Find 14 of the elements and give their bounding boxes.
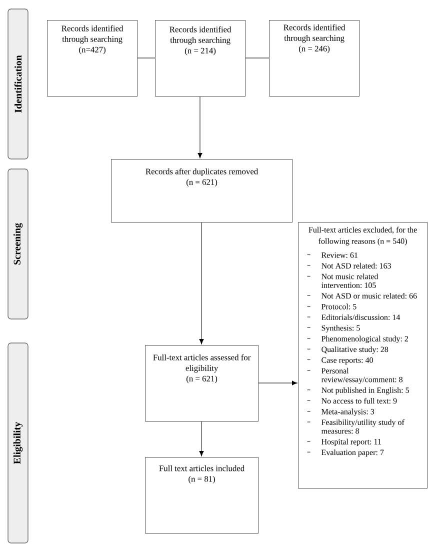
arrow (199, 222, 204, 344)
arrow (198, 96, 202, 158)
stage-band: Identification (8, 8, 28, 160)
arrow (199, 421, 204, 456)
stage-band: Screening (8, 168, 28, 320)
process-box: Records after duplicates removed (n = 621) (111, 159, 293, 223)
process-box: Records identified through searching (n = 246) (269, 20, 360, 97)
process-box: Full text articles included (n = 81) (145, 457, 259, 534)
process-box: Records identified through searching (n=427) (47, 20, 138, 97)
process-box: Full-text articles assessed for eligibility (n = 621) (145, 345, 259, 422)
list-box: Full-text articles excluded, for the following reasons (n = 540) Review: 61 Not ASD related: 163 Not music related intervention: 105 Not ASD or music related: 66 Protocol: 5 Editorials/discussion: 14 Synthesis: 5 Phenomenological study: 2 Qualitative study: 28 Case reports: 40 Personal review/essay/comment: 8 Not published in English: 5 No access to full text: 9 Meta-analysis: 3 Feasibility/utility study of measures: 8 Hospital report: 11 Evaluation paper: 7 (298, 222, 428, 489)
arrow (258, 380, 298, 386)
process-box: Records identified through searching (n = 214) (155, 20, 246, 97)
stage-band: Eligibility (8, 342, 28, 544)
